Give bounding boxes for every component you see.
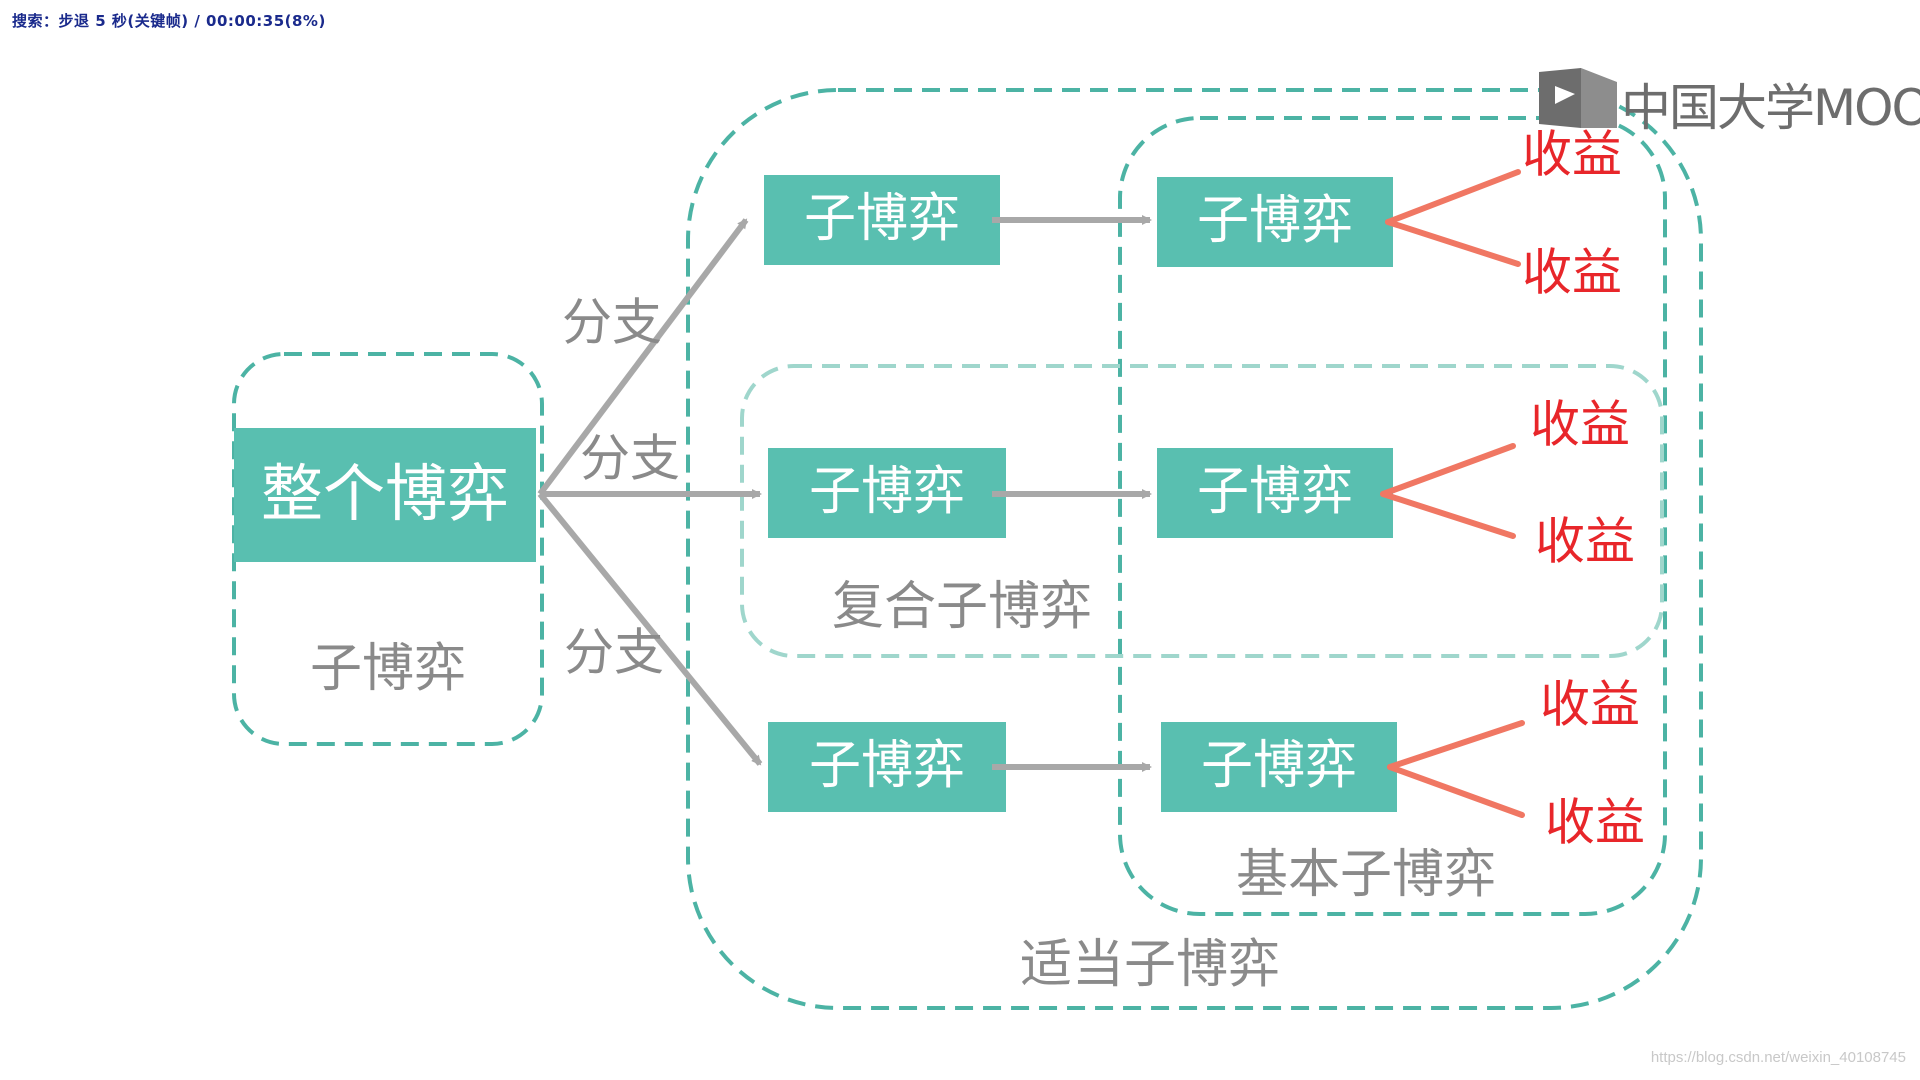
payoff-line-3 [1380, 443, 1516, 497]
payoff-label-2: 收益 [1522, 244, 1622, 302]
basic-subgame-label: 基本子博弈 [1236, 845, 1496, 905]
book-icon [1539, 68, 1617, 128]
first-subgame-label-3: 子博弈 [809, 736, 965, 796]
proper-subgame-region [686, 88, 1703, 1010]
branch-arrow-top [537, 218, 749, 496]
basic-subgame-region [1118, 116, 1667, 916]
second-subgame-label-2: 子博弈 [1197, 462, 1353, 522]
first-subgame-label-1: 子博弈 [804, 189, 960, 249]
playback-status-text: 搜索：步退 5 秒(关键帧) / 00:00:35(8%) [12, 12, 326, 30]
mooc-logo: 中国大学MOOC [1535, 64, 1920, 137]
branch-label-3: 分支 [564, 624, 664, 682]
second-subgame-node-1 [1157, 177, 1393, 267]
whole-game-subgame-label: 子博弈 [310, 639, 466, 699]
first-subgame-label-2: 子博弈 [809, 462, 965, 522]
brand-logo-text: 中国大学MOOC [1621, 79, 1920, 137]
source-watermark: https://blog.csdn.net/weixin_40108745 [1650, 1049, 1906, 1066]
payoff-line-1 [1385, 169, 1521, 225]
payoff-label-1: 收益 [1522, 126, 1622, 184]
whole-game-label: 整个博弈 [261, 457, 509, 530]
branch-label-2: 分支 [580, 430, 680, 488]
second-subgame-node-2 [1157, 448, 1393, 538]
payoff-label-5: 收益 [1540, 676, 1640, 734]
second-subgame-label-1: 子博弈 [1197, 191, 1353, 251]
payoff-label-3: 收益 [1530, 396, 1630, 454]
payoff-line-5 [1387, 720, 1525, 770]
second-subgame-node-3 [1161, 722, 1397, 812]
payoff-label-6: 收益 [1545, 794, 1645, 852]
proper-subgame-label: 适当子博弈 [1020, 935, 1280, 995]
first-subgame-node-1 [764, 175, 1000, 265]
payoff-line-6 [1387, 764, 1525, 818]
first-subgame-node-3 [768, 722, 1006, 812]
first-subgame-node-2 [768, 448, 1006, 538]
payoff-line-2 [1385, 219, 1521, 267]
payoff-line-4 [1380, 491, 1516, 539]
whole-game-subgame-region [232, 352, 544, 746]
second-subgame-label-3: 子博弈 [1201, 736, 1357, 796]
compound-subgame-label: 复合子博弈 [832, 577, 1092, 637]
payoff-label-4: 收益 [1535, 513, 1635, 571]
compound-subgame-region [740, 364, 1664, 658]
branch-arrow-bottom [537, 492, 763, 766]
branch-label-1: 分支 [562, 294, 662, 352]
whole-game-node [234, 428, 536, 562]
